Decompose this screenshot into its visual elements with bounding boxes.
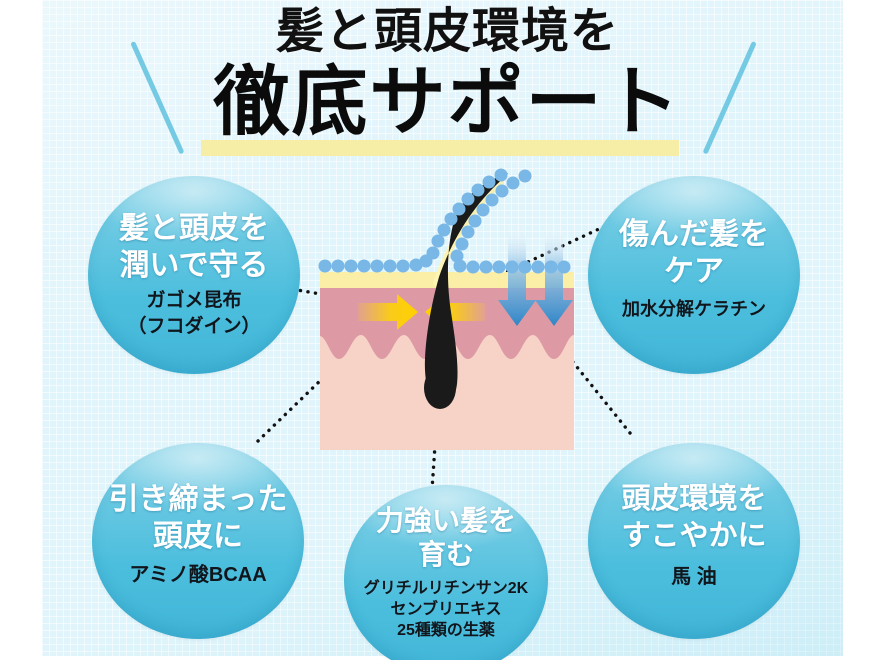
bubble-tighten-headline-line-2: 頭皮に — [153, 520, 243, 553]
bubble-damage-headline: 傷んだ髪を ケア — [588, 176, 800, 290]
bubble-moisture-headline-line-1: 髪と頭皮を — [119, 212, 269, 245]
bubble-scalp-headline-line-2: すこやかに — [621, 520, 767, 552]
bubble-strength-sub-line-2: センブリエキス — [390, 601, 502, 618]
bubble-tighten-sub-line-1: アミノ酸BCAA — [129, 564, 267, 586]
title-highlight-bar — [201, 140, 679, 156]
bubble-strength[interactable]: 力強い髪を 育む グリチルリチンサン2K センブリエキス 25種類の生薬 — [344, 485, 548, 660]
bubble-moisture-headline: 髪と頭皮を 潤いで守る — [88, 176, 300, 284]
title-line-1: 髪と頭皮環境を — [275, 5, 619, 58]
bubble-scalp[interactable]: 頭皮環境を すこやかに 馬 油 — [588, 443, 800, 639]
bubble-damage-subtext: 加水分解ケラチン — [588, 290, 800, 322]
bubble-strength-sub-line-1: グリチルリチンサン2K — [363, 580, 529, 597]
bubble-damage-headline-line-1: 傷んだ髪を — [619, 218, 769, 251]
blue-arrow-1 — [498, 226, 536, 326]
bubble-scalp-headline: 頭皮環境を すこやかに — [588, 443, 800, 555]
bubble-tighten-headline-line-1: 引き締まった — [108, 483, 288, 516]
title-line-2: 徹底サポート — [213, 61, 682, 145]
bubble-tighten-headline: 引き締まった 頭皮に — [92, 443, 304, 555]
yellow-arrow-right — [358, 294, 418, 330]
bubble-tighten[interactable]: 引き締まった 頭皮に アミノ酸BCAA — [92, 443, 304, 639]
hair-gloss — [433, 179, 504, 286]
bubble-strength-subtext: グリチルリチンサン2K センブリエキス 25種類の生薬 — [344, 573, 548, 641]
bubble-strength-headline: 力強い髪を 育む — [344, 485, 548, 573]
blue-arrow-2 — [535, 226, 573, 326]
bubble-moisture[interactable]: 髪と頭皮を 潤いで守る ガゴメ昆布 （フコダイン） — [88, 176, 300, 374]
scalp-cross-section-diagram — [305, 160, 590, 450]
bubble-scalp-subtext: 馬 油 — [588, 555, 800, 591]
moisture-dots — [318, 168, 571, 274]
bubble-damage-sub-line-1: 加水分解ケラチン — [622, 299, 766, 319]
bubble-scalp-sub-line-1: 馬 油 — [671, 566, 717, 588]
bubble-strength-headline-line-2: 育む — [417, 540, 474, 571]
bubble-moisture-sub-line-1: ガゴメ昆布 — [146, 290, 242, 311]
diagram-svg — [318, 168, 574, 450]
bubble-moisture-headline-line-2: 潤いで守る — [119, 249, 269, 282]
bubble-damage-headline-line-2: ケア — [664, 255, 724, 288]
hair-shaft — [424, 173, 508, 409]
bubble-tighten-subtext: アミノ酸BCAA — [92, 555, 304, 589]
bubble-damage[interactable]: 傷んだ髪を ケア 加水分解ケラチン — [588, 176, 800, 374]
bubble-strength-sub-line-3: 25種類の生薬 — [397, 622, 495, 639]
bubble-moisture-sub-line-2: （フコダイン） — [127, 316, 261, 337]
connector-scalp — [546, 329, 632, 435]
bubble-scalp-headline-line-1: 頭皮環境を — [621, 483, 767, 515]
bubble-strength-headline-line-1: 力強い髪を — [375, 506, 516, 537]
bubble-moisture-subtext: ガゴメ昆布 （フコダイン） — [88, 284, 300, 340]
